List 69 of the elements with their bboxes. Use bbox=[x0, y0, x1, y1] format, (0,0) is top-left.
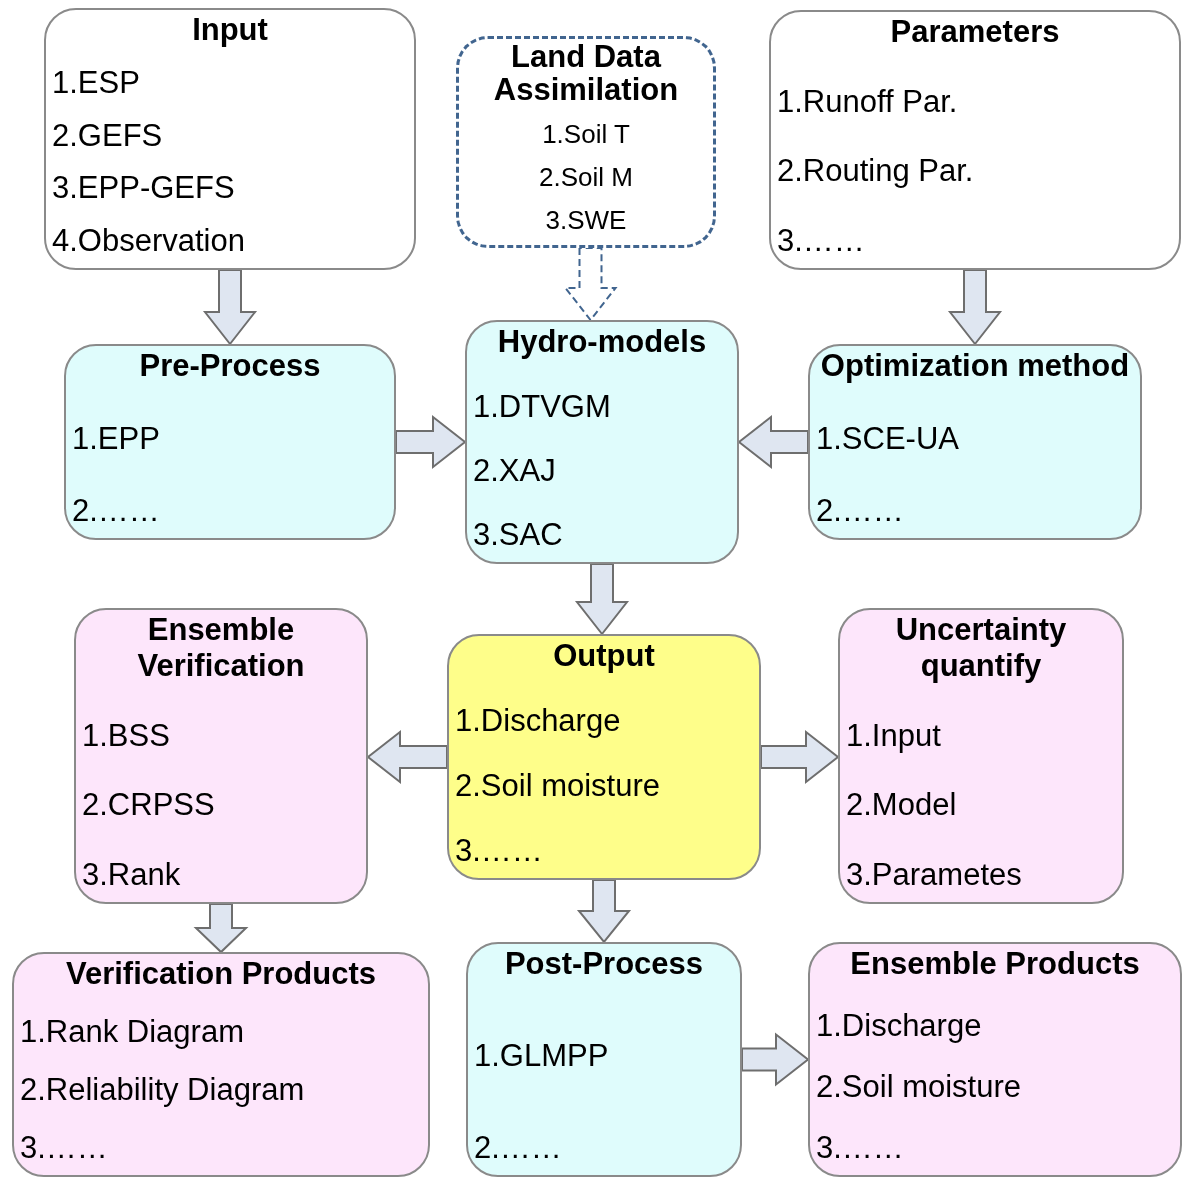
list-item: 2.Soil moisture bbox=[816, 1069, 1023, 1104]
list-item: 1.DTVGM bbox=[473, 389, 612, 424]
block-arrow bbox=[366, 729, 448, 785]
box-heading: Post-Process bbox=[503, 946, 705, 982]
box-heading: Ensemble Products bbox=[849, 946, 1141, 982]
list-item: 2.Soil moisture bbox=[455, 769, 662, 804]
list-item: 2.…… bbox=[72, 493, 161, 528]
list-item: 2.CRPSS bbox=[82, 788, 216, 823]
list-item: 1.Runoff Par. bbox=[777, 85, 959, 120]
box-heading: Uncertainty quantify bbox=[894, 612, 1068, 684]
list-item: 1.BSS bbox=[82, 718, 171, 753]
list-item: 3.…… bbox=[777, 223, 866, 258]
list-item: 1.SCE-UA bbox=[816, 421, 960, 456]
box-heading: Output bbox=[552, 638, 656, 674]
box-heading: Ensemble Verification bbox=[136, 612, 306, 684]
list-item: 2.Reliability Diagram bbox=[20, 1073, 306, 1108]
box-heading: Hydro-models bbox=[496, 324, 708, 360]
block-arrow bbox=[576, 879, 632, 944]
block-arrow bbox=[737, 414, 809, 470]
list-item: 2.…… bbox=[816, 493, 905, 528]
list-item: 3.Parametes bbox=[846, 857, 1023, 892]
block-arrow bbox=[741, 1032, 810, 1087]
list-item: 3.Rank bbox=[82, 857, 182, 892]
process-box bbox=[808, 942, 1182, 1177]
box-heading: Optimization method bbox=[819, 348, 1131, 384]
process-box bbox=[769, 10, 1181, 270]
block-arrow bbox=[193, 903, 249, 954]
list-item: 3.…… bbox=[20, 1130, 109, 1165]
process-box bbox=[44, 8, 416, 270]
block-arrow bbox=[563, 247, 618, 322]
list-item: 1.Discharge bbox=[455, 704, 622, 739]
list-item: 1.Input bbox=[846, 718, 942, 753]
list-item: 2.Soil M bbox=[538, 163, 634, 193]
process-box bbox=[74, 608, 368, 904]
box-heading: Land Data Assimilation bbox=[492, 41, 680, 107]
list-item: 3.…… bbox=[455, 833, 544, 868]
process-box bbox=[456, 36, 716, 248]
block-arrow bbox=[574, 563, 630, 636]
process-box bbox=[466, 942, 742, 1177]
box-heading: Pre-Process bbox=[138, 348, 322, 384]
process-box bbox=[447, 634, 761, 880]
box-heading: Input bbox=[191, 12, 269, 48]
list-item: 1.EPP bbox=[72, 421, 161, 456]
list-item: 1.ESP bbox=[52, 66, 141, 101]
list-item: 3.SWE bbox=[544, 206, 628, 235]
list-item: 2.…… bbox=[474, 1130, 563, 1165]
process-box bbox=[465, 320, 739, 564]
process-box bbox=[64, 344, 396, 540]
block-arrow bbox=[395, 414, 467, 470]
list-item: 4.Observation bbox=[52, 223, 246, 258]
block-arrow bbox=[760, 729, 840, 785]
block-arrow bbox=[947, 269, 1003, 346]
list-item: 2.Model bbox=[846, 788, 958, 823]
box-heading: Verification Products bbox=[64, 956, 378, 992]
list-item: 1.Rank Diagram bbox=[20, 1015, 245, 1050]
list-item: 2.Routing Par. bbox=[777, 154, 975, 189]
list-item: 2.XAJ bbox=[473, 453, 557, 488]
list-item: 3.EPP-GEFS bbox=[52, 171, 236, 206]
list-item: 3.SAC bbox=[473, 517, 564, 552]
block-arrow bbox=[202, 269, 258, 346]
list-item: 1.Soil T bbox=[541, 120, 631, 150]
process-box bbox=[838, 608, 1124, 904]
list-item: 1.GLMPP bbox=[474, 1039, 610, 1074]
process-box bbox=[808, 344, 1142, 540]
box-heading: Parameters bbox=[889, 14, 1061, 50]
process-box bbox=[12, 952, 430, 1177]
list-item: 1.Discharge bbox=[816, 1008, 983, 1043]
list-item: 3.…… bbox=[816, 1130, 905, 1165]
list-item: 2.GEFS bbox=[52, 118, 164, 153]
